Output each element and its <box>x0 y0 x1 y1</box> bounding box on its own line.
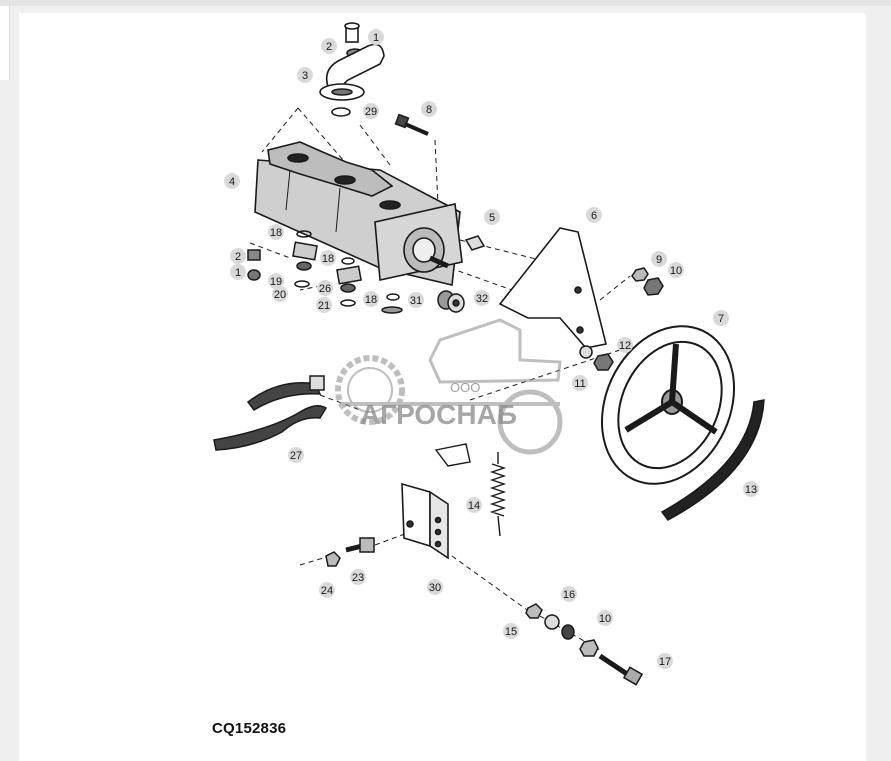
callout-number: 1 <box>235 267 241 279</box>
callout-18: 18 <box>363 291 379 307</box>
top-bar <box>0 0 891 6</box>
callout-number: 18 <box>270 227 282 239</box>
mounting-bracket-part-6 <box>498 227 607 349</box>
callout-number: 13 <box>745 484 757 496</box>
bolt-part-23 <box>325 537 375 567</box>
callout-12: 12 <box>617 337 633 353</box>
callout-number: 3 <box>302 70 308 82</box>
callout-number: 19 <box>270 276 282 288</box>
nuts-group <box>579 267 664 371</box>
callout-number: 2 <box>235 251 241 263</box>
callout-number: 18 <box>322 253 334 265</box>
callout-5: 5 <box>484 209 500 225</box>
callout-31: 31 <box>408 292 424 308</box>
watermark-company-type: ООО <box>450 380 480 395</box>
left-panel-edge <box>0 6 10 80</box>
callout-21: 21 <box>316 297 332 313</box>
callout-number: 5 <box>489 212 495 224</box>
callout-20: 20 <box>272 286 288 302</box>
callout-29: 29 <box>363 103 379 119</box>
callout-number: 16 <box>563 589 575 601</box>
callout-number: 30 <box>429 582 441 594</box>
callout-23: 23 <box>350 569 366 585</box>
callout-15: 15 <box>503 623 519 639</box>
belt-part-13 <box>660 399 765 521</box>
callout-number: 18 <box>365 294 377 306</box>
hydraulic-pump-part-4 <box>254 141 463 286</box>
callout-27: 27 <box>288 447 304 463</box>
callout-9: 9 <box>651 251 667 267</box>
callout-number: 12 <box>619 340 631 352</box>
callout-number: 10 <box>670 265 682 277</box>
callout-11: 11 <box>572 375 588 391</box>
callout-number: 15 <box>505 626 517 638</box>
callout-3: 3 <box>297 67 313 83</box>
callout-16: 16 <box>561 586 577 602</box>
callout-24: 24 <box>319 582 335 598</box>
callout-18: 18 <box>320 250 336 266</box>
bushing-part-31-32 <box>437 290 465 313</box>
callout-17: 17 <box>657 653 673 669</box>
callout-1: 1 <box>230 264 246 280</box>
callout-2: 2 <box>230 248 246 264</box>
callout-30: 30 <box>427 579 443 595</box>
callout-number: 9 <box>656 254 662 266</box>
callout-number: 31 <box>410 295 422 307</box>
callout-number: 17 <box>659 656 671 668</box>
callout-10: 10 <box>668 262 684 278</box>
figure-code: CQ152836 <box>212 720 287 737</box>
callout-7: 7 <box>713 310 729 326</box>
callout-number: 14 <box>468 500 480 512</box>
callout-26: 26 <box>317 280 333 296</box>
bracket-part-30 <box>401 482 449 560</box>
callout-number: 4 <box>229 176 235 188</box>
callout-number: 23 <box>352 572 364 584</box>
hoses-part-27 <box>213 375 328 451</box>
callout-4: 4 <box>224 173 240 189</box>
callout-2: 2 <box>321 38 337 54</box>
callout-number: 2 <box>326 41 332 53</box>
callout-number: 26 <box>319 283 331 295</box>
callout-number: 29 <box>365 106 377 118</box>
watermark-brand: АГРОСНАБ <box>360 399 517 430</box>
elbow-fitting-part-3 <box>319 22 385 117</box>
fittings-group <box>247 230 403 314</box>
callout-number: 6 <box>591 210 597 222</box>
callout-number: 7 <box>718 313 724 325</box>
callout-number: 1 <box>373 32 379 44</box>
callout-18: 18 <box>268 224 284 240</box>
callout-number: 27 <box>290 450 302 462</box>
agrosnab-watermark <box>335 318 563 455</box>
callout-number: 11 <box>574 378 585 390</box>
key-part-5 <box>464 235 486 251</box>
callout-6: 6 <box>586 207 602 223</box>
callout-32: 32 <box>474 290 490 306</box>
callout-8: 8 <box>421 101 437 117</box>
callout-number: 32 <box>476 293 488 305</box>
bolt-part-8 <box>394 113 429 136</box>
callout-14: 14 <box>466 497 482 513</box>
callout-number: 20 <box>274 289 286 301</box>
callout-number: 8 <box>426 104 432 116</box>
callout-number: 10 <box>599 613 611 625</box>
callout-number: 24 <box>321 585 333 597</box>
fasteners-15-17 <box>525 603 644 686</box>
callout-10: 10 <box>597 610 613 626</box>
callout-19: 19 <box>268 273 284 289</box>
callout-number: 21 <box>318 300 330 312</box>
callout-13: 13 <box>743 481 759 497</box>
pulley-part-7 <box>600 325 736 485</box>
callout-1: 1 <box>368 29 384 45</box>
spring-part-14 <box>434 443 507 537</box>
